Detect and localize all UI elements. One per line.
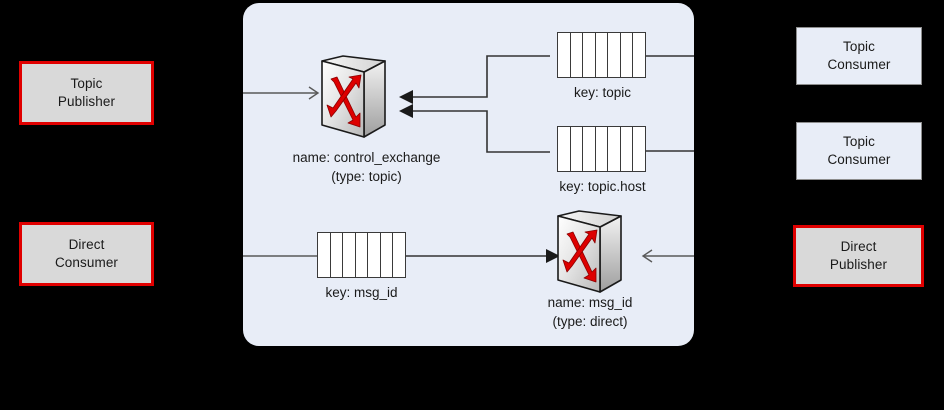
endpoint-topic-consumer-2[interactable]: Topic Consumer — [796, 122, 922, 180]
msg-id-exchange-caption: name: msg_id (type: direct) — [500, 294, 680, 332]
queue-topic-label-text: key: topic — [573, 85, 632, 100]
topic-consumer-2-line1: Topic — [842, 133, 875, 149]
topic-publisher-line2: Publisher — [57, 94, 116, 109]
topic-consumer-1-line2: Consumer — [827, 57, 891, 72]
connector-direct-consumer-to-msg-id-queue — [243, 249, 333, 263]
control-exchange-type: (type: topic) — [331, 168, 402, 184]
connector-publisher-to-control-exchange — [243, 78, 333, 108]
exchange-3d-icon-msg-id — [551, 210, 629, 298]
direct-consumer-line2: Consumer — [54, 255, 119, 270]
connector-topic-host-queue-to-control-exchange — [399, 100, 560, 160]
queue-msg-id-label: key: msg_id — [274, 284, 449, 303]
msg-id-exchange-name: name: msg_id — [547, 295, 633, 310]
topic-consumer-1-line1: Topic — [842, 38, 875, 54]
direct-consumer-line1: Direct — [68, 236, 105, 252]
queue-msg-id-icon — [317, 232, 406, 278]
connector-msg-id-queue-to-msg-id-exchange — [400, 249, 560, 263]
control-exchange-caption: name: control_exchange (type: topic) — [243, 149, 490, 187]
topic-consumer-2-line2: Consumer — [827, 152, 891, 167]
msg-id-exchange-type: (type: direct) — [552, 313, 628, 329]
direct-publisher-line2: Publisher — [829, 257, 888, 272]
topic-publisher-line1: Topic — [70, 75, 103, 91]
endpoint-direct-publisher[interactable]: Direct Publisher — [793, 225, 924, 287]
exchange-3d-icon-control-exchange — [315, 55, 393, 143]
queue-topic-host-icon — [557, 126, 646, 172]
connector-direct-publisher-to-msg-id-exchange — [636, 249, 696, 263]
direct-publisher-line1: Direct — [840, 238, 877, 254]
queue-topic-label: key: topic — [515, 84, 690, 103]
endpoint-direct-consumer[interactable]: Direct Consumer — [19, 222, 154, 286]
connector-topic-queue-to-consumer-1 — [646, 49, 698, 63]
connector-topic-host-queue-to-consumer-2 — [646, 144, 698, 158]
endpoint-topic-publisher[interactable]: Topic Publisher — [19, 61, 154, 125]
endpoint-topic-consumer-1[interactable]: Topic Consumer — [796, 27, 922, 85]
queue-topic-host-label-text: key: topic.host — [559, 179, 646, 194]
control-exchange-name: name: control_exchange — [292, 150, 441, 165]
connector-topic-queue-to-control-exchange — [399, 48, 560, 108]
queue-topic-icon — [557, 32, 646, 78]
queue-topic-host-label: key: topic.host — [515, 178, 690, 197]
queue-msg-id-label-text: key: msg_id — [325, 285, 398, 300]
